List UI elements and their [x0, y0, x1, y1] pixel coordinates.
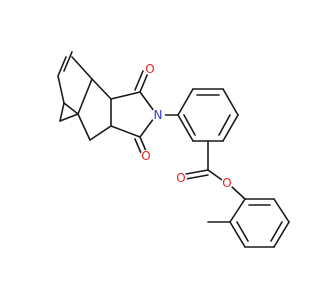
aromatic-inner-line	[236, 221, 249, 242]
bond	[177, 114, 194, 142]
bond	[59, 102, 65, 122]
carbonyl-double-line	[185, 174, 209, 180]
bond	[139, 117, 155, 138]
oxygen-atom-label: O	[145, 62, 154, 76]
bond	[77, 113, 91, 141]
bond	[231, 186, 246, 200]
structure-canvas: O N O O O	[57, 51, 290, 248]
bond	[89, 125, 112, 141]
bond	[71, 56, 93, 80]
bond	[63, 102, 79, 115]
aromatic-inner-line	[270, 221, 283, 242]
aromatic-inner-line	[218, 114, 231, 136]
bond	[59, 113, 79, 122]
bond	[57, 75, 65, 104]
double-bond-line	[63, 51, 73, 72]
carbonyl-bond	[139, 136, 147, 152]
benzoate-ring	[162, 88, 239, 142]
bond	[139, 91, 155, 112]
bond	[110, 125, 141, 138]
oxygen-atom-label: O	[222, 176, 231, 190]
bond	[222, 114, 239, 142]
imide-ring	[110, 70, 155, 154]
bond	[273, 221, 290, 248]
nitrogen-atom-label: N	[154, 108, 163, 122]
bond	[91, 78, 112, 100]
bond	[273, 198, 290, 223]
bond	[57, 56, 67, 77]
bond	[222, 88, 239, 116]
bond	[207, 169, 223, 181]
carbonyl-double-line	[134, 138, 142, 154]
carbonyl-bond	[139, 72, 149, 93]
ester-group	[185, 140, 246, 200]
molecule-structure: O N O O O	[57, 51, 290, 248]
bond	[110, 91, 141, 100]
bond	[177, 88, 194, 116]
oxygen-atom-label: O	[176, 171, 185, 185]
bond	[229, 221, 246, 248]
bicyclic-cage	[57, 51, 112, 141]
carbonyl-double-line	[134, 70, 144, 91]
oxygen-atom-label: O	[141, 149, 150, 163]
tolyl-ring	[207, 198, 290, 248]
atom-labels: O N O O O	[140, 62, 233, 190]
carbonyl-bond	[185, 169, 209, 175]
bond	[229, 198, 246, 223]
bond	[77, 78, 93, 115]
aromatic-inner-line	[183, 114, 196, 136]
